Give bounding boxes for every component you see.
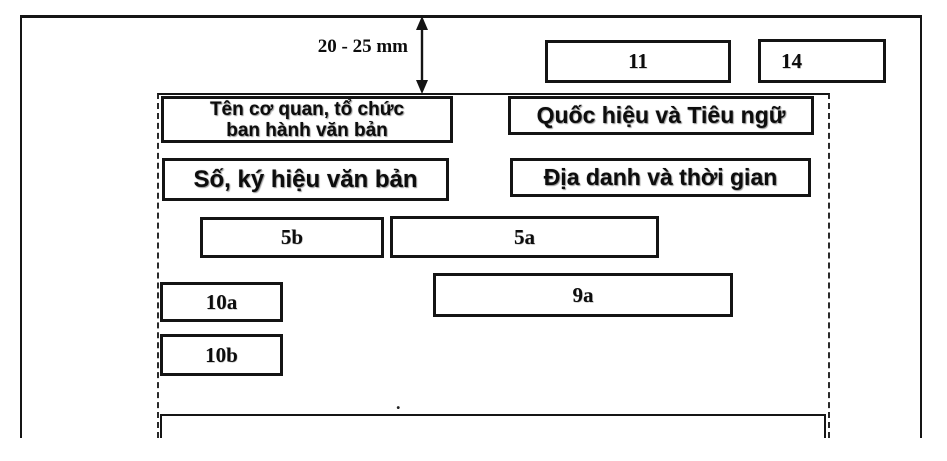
national-motto-label: Quốc hiệu và Tiêu ngữ: [536, 102, 786, 128]
box-5a-label: 5a: [514, 224, 535, 249]
box-10a: 10a: [160, 282, 283, 322]
box-5b: 5b: [200, 217, 384, 258]
body-content-box: [160, 414, 826, 438]
box-5b-label: 5b: [280, 225, 304, 249]
box-9a: 9a: [433, 273, 733, 317]
box-5a: 5a: [390, 216, 659, 258]
margin-dimension-label: 20 - 25 mm: [317, 36, 408, 57]
box-14-label: 14: [781, 48, 802, 73]
agency-name-line1: Tên cơ quan, tổ chức: [209, 98, 405, 120]
box-10b: 10b: [160, 334, 283, 376]
national-motto-box: Quốc hiệu và Tiêu ngữ: [508, 96, 814, 135]
box-11-label: 11: [628, 49, 648, 73]
place-date-label: Địa danh và thời gian: [543, 164, 778, 190]
top-margin-arrow: [411, 16, 433, 94]
stray-dot: .: [396, 393, 401, 413]
place-date-box: Địa danh và thời gian: [510, 158, 811, 197]
box-14: 14: [758, 39, 886, 83]
agency-name-line2: ban hành văn bản: [226, 119, 388, 141]
arrow-double-vertical-icon: [416, 16, 428, 94]
outer-page-frame: [20, 15, 922, 438]
box-11: 11: [545, 40, 731, 83]
box-9a-label: 9a: [572, 282, 594, 307]
box-10b-label: 10b: [205, 342, 238, 367]
doc-number-box: Số, ký hiệu văn bản: [162, 158, 449, 201]
doc-number-label: Số, ký hiệu văn bản: [193, 165, 418, 193]
agency-name-box: Tên cơ quan, tổ chức ban hành văn bản: [161, 96, 453, 143]
box-10a-label: 10a: [205, 289, 238, 314]
inner-content-frame: [157, 93, 830, 438]
